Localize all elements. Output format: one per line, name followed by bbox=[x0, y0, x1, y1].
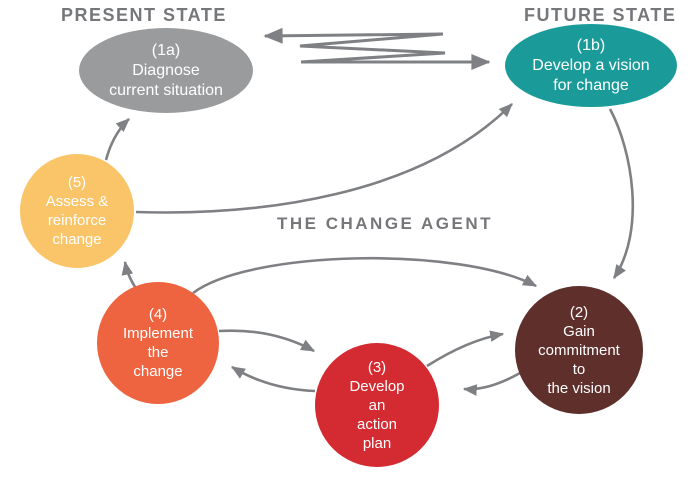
node-3-develop-action-plan: (3) Develop an action plan bbox=[315, 343, 439, 467]
node-text-line: Assess & bbox=[45, 193, 109, 210]
zigzag-arrow-1a-1b bbox=[263, 27, 491, 70]
node-text-line: change bbox=[133, 363, 183, 380]
present-state-label: PRESENT STATE bbox=[61, 5, 227, 25]
arrow-4-to-2 bbox=[192, 256, 538, 295]
node-text-line: for change bbox=[553, 76, 629, 94]
arrow-2-to-3 bbox=[462, 371, 521, 396]
arrow-3-to-4 bbox=[231, 365, 316, 393]
node-number: (1a) bbox=[151, 41, 181, 59]
node-text-line: Develop a vision bbox=[532, 56, 650, 74]
node-text-line: current situation bbox=[109, 81, 223, 99]
node-number: (5) bbox=[67, 174, 87, 191]
node-2-gain-commitment: (2) Gain commitment to the vision bbox=[515, 286, 643, 414]
arrow-1b-to-2 bbox=[608, 108, 635, 279]
node-1b-develop-vision: (1b) Develop a vision for change bbox=[505, 24, 677, 107]
node-text-line: Gain bbox=[563, 322, 595, 340]
node-number: (4) bbox=[148, 306, 168, 323]
node-number: (2) bbox=[569, 303, 589, 321]
node-5-assess-reinforce-change: (5) Assess & reinforce change bbox=[20, 154, 134, 268]
node-text-line: change bbox=[52, 231, 102, 248]
node-4-implement-change: (4) Implement the change bbox=[97, 282, 219, 404]
arrow-5-to-1b bbox=[135, 103, 513, 214]
node-text-line: action bbox=[356, 415, 398, 433]
future-state-label: FUTURE STATE bbox=[524, 5, 677, 25]
arrow-3-to-2 bbox=[426, 330, 505, 368]
arrow-4-to-3 bbox=[218, 329, 316, 353]
node-text-line: the bbox=[147, 344, 169, 361]
node-text-line: commitment bbox=[538, 341, 620, 359]
node-text-line: an bbox=[368, 396, 386, 414]
node-text-line: Develop bbox=[349, 377, 405, 395]
node-number: (1b) bbox=[576, 36, 606, 54]
arrow-5-to-1a bbox=[104, 118, 130, 161]
node-text-line: reinforce bbox=[47, 212, 107, 229]
node-1a-diagnose-current-situation: (1a) Diagnose current situation bbox=[79, 28, 253, 113]
node-text-line: Implement bbox=[122, 325, 194, 342]
node-text-line: to bbox=[572, 360, 586, 378]
node-text-line: Diagnose bbox=[132, 61, 200, 79]
node-text-line: the vision bbox=[547, 379, 611, 397]
change-agent-label: THE CHANGE AGENT bbox=[277, 214, 493, 233]
node-text-line: plan bbox=[362, 434, 392, 452]
node-number: (3) bbox=[367, 358, 387, 376]
